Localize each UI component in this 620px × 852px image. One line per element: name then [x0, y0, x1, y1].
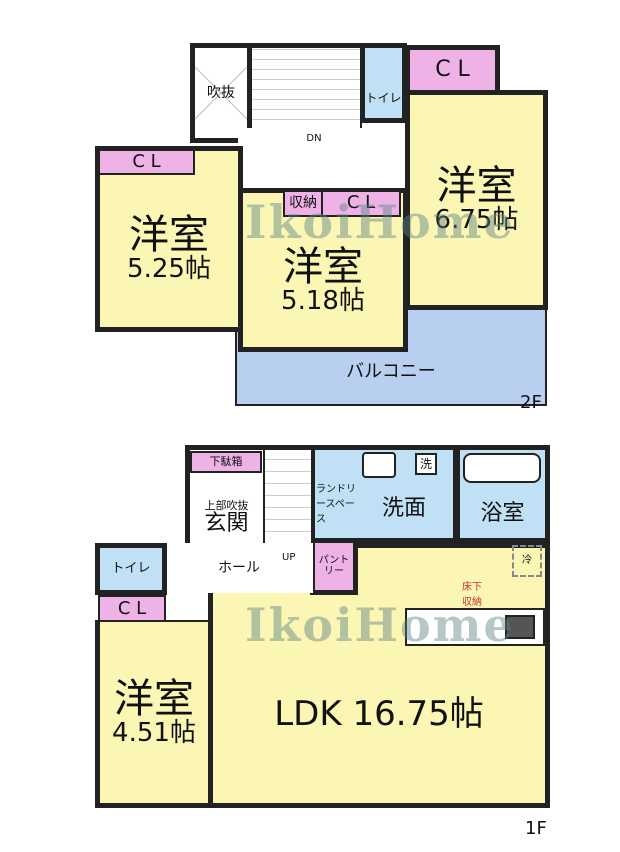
stairs-up-label: UP [282, 552, 296, 563]
laundry-label: ランドリースペース [316, 484, 356, 525]
void: 吹抜 [190, 43, 252, 143]
toilet-1f: トイレ [95, 543, 167, 595]
washer-label: 洗 [419, 456, 432, 471]
watermark: IkoiHome [245, 598, 515, 652]
bathtub-icon [463, 453, 541, 483]
sink-icon [362, 452, 396, 478]
stairs-dn-label: DN [306, 133, 322, 144]
closet-label: C L [435, 57, 470, 83]
room-size: 6.75帖 [434, 205, 519, 236]
washer: 洗 [415, 453, 437, 475]
pantry-label: パントリー [318, 555, 350, 577]
closet-right-2f: C L [405, 45, 500, 95]
closet-1f: C L [98, 595, 166, 623]
entrance-label: 玄関 [204, 510, 249, 536]
shoe-box: 下駄箱 [190, 451, 262, 473]
stairs-2f [250, 43, 362, 131]
room-size: 5.25帖 [127, 254, 211, 285]
void-label: 吹抜 [207, 84, 235, 101]
room-name: 洋室 [114, 675, 194, 722]
hall-1f: ホール [165, 543, 313, 593]
hall-label: ホール [218, 559, 260, 576]
floor-label-1f: 1F [525, 818, 547, 839]
closet-label: C L [117, 597, 147, 619]
hall-2f: DN [238, 128, 410, 193]
bath-label: 浴室 [480, 501, 525, 527]
ldk-label: LDK 16.75帖 [274, 694, 484, 735]
washroom-label: 洗面 [381, 496, 426, 522]
toilet-2f: トイレ [360, 43, 407, 123]
room-name: 洋室 [436, 163, 517, 210]
toilet-2f-label: トイレ [365, 90, 402, 105]
toilet-1f-label: トイレ [111, 561, 151, 577]
closet-left-2f: C L [98, 149, 195, 175]
room-size: 4.51帖 [112, 717, 196, 748]
closet-label: C L [346, 192, 376, 214]
shoe-box-label: 下駄箱 [209, 455, 243, 469]
stove-icon [505, 615, 535, 639]
fridge-label: 冷 [522, 554, 532, 566]
room-name: 洋室 [283, 244, 363, 291]
pantry: パントリー [310, 540, 358, 595]
closet-center-2f: C L [321, 190, 401, 217]
void-above-label: 上部吹抜 [204, 499, 249, 513]
underfloor-storage-label: 床下収納 [462, 582, 482, 608]
stairs-1f [263, 445, 313, 545]
floor-label-2f: 2F [520, 392, 542, 413]
fridge: 冷 [512, 545, 542, 577]
closet-label: C L [132, 150, 161, 172]
balcony-label: バルコニー [346, 361, 436, 383]
watermark: IkoiHome [245, 195, 515, 249]
room-size: 5.18帖 [281, 286, 365, 317]
room-name: 洋室 [129, 212, 209, 259]
storage-label: 収納 [289, 195, 317, 212]
